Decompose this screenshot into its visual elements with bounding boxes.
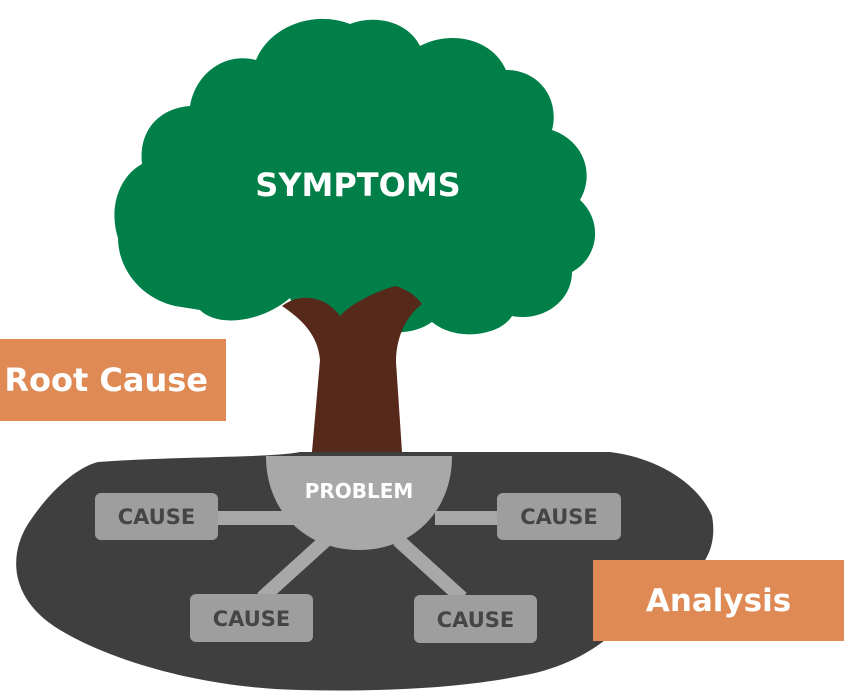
cause-node-right: CAUSE <box>497 493 621 540</box>
tree-canopy <box>114 18 596 335</box>
cause-node-left: CAUSE <box>95 493 218 540</box>
cause-label-bottom-left: CAUSE <box>213 607 291 631</box>
connector-bottom-left <box>257 534 331 604</box>
cause-node-bottom-left: CAUSE <box>190 594 313 642</box>
cause-node-bottom-right: CAUSE <box>414 595 537 643</box>
problem-label: PROBLEM <box>305 479 414 503</box>
root-cause-label: Root Cause <box>0 339 226 421</box>
cause-label-bottom-right: CAUSE <box>437 608 515 632</box>
connector-bottom-right <box>393 534 467 604</box>
cause-connectors <box>214 511 500 604</box>
cause-label-left: CAUSE <box>118 505 196 529</box>
analysis-label: Analysis <box>593 560 844 641</box>
cause-label-right: CAUSE <box>520 505 598 529</box>
problem-node <box>266 456 452 550</box>
symptoms-label: SYMPTOMS <box>255 166 460 204</box>
tree-trunk <box>282 286 422 452</box>
